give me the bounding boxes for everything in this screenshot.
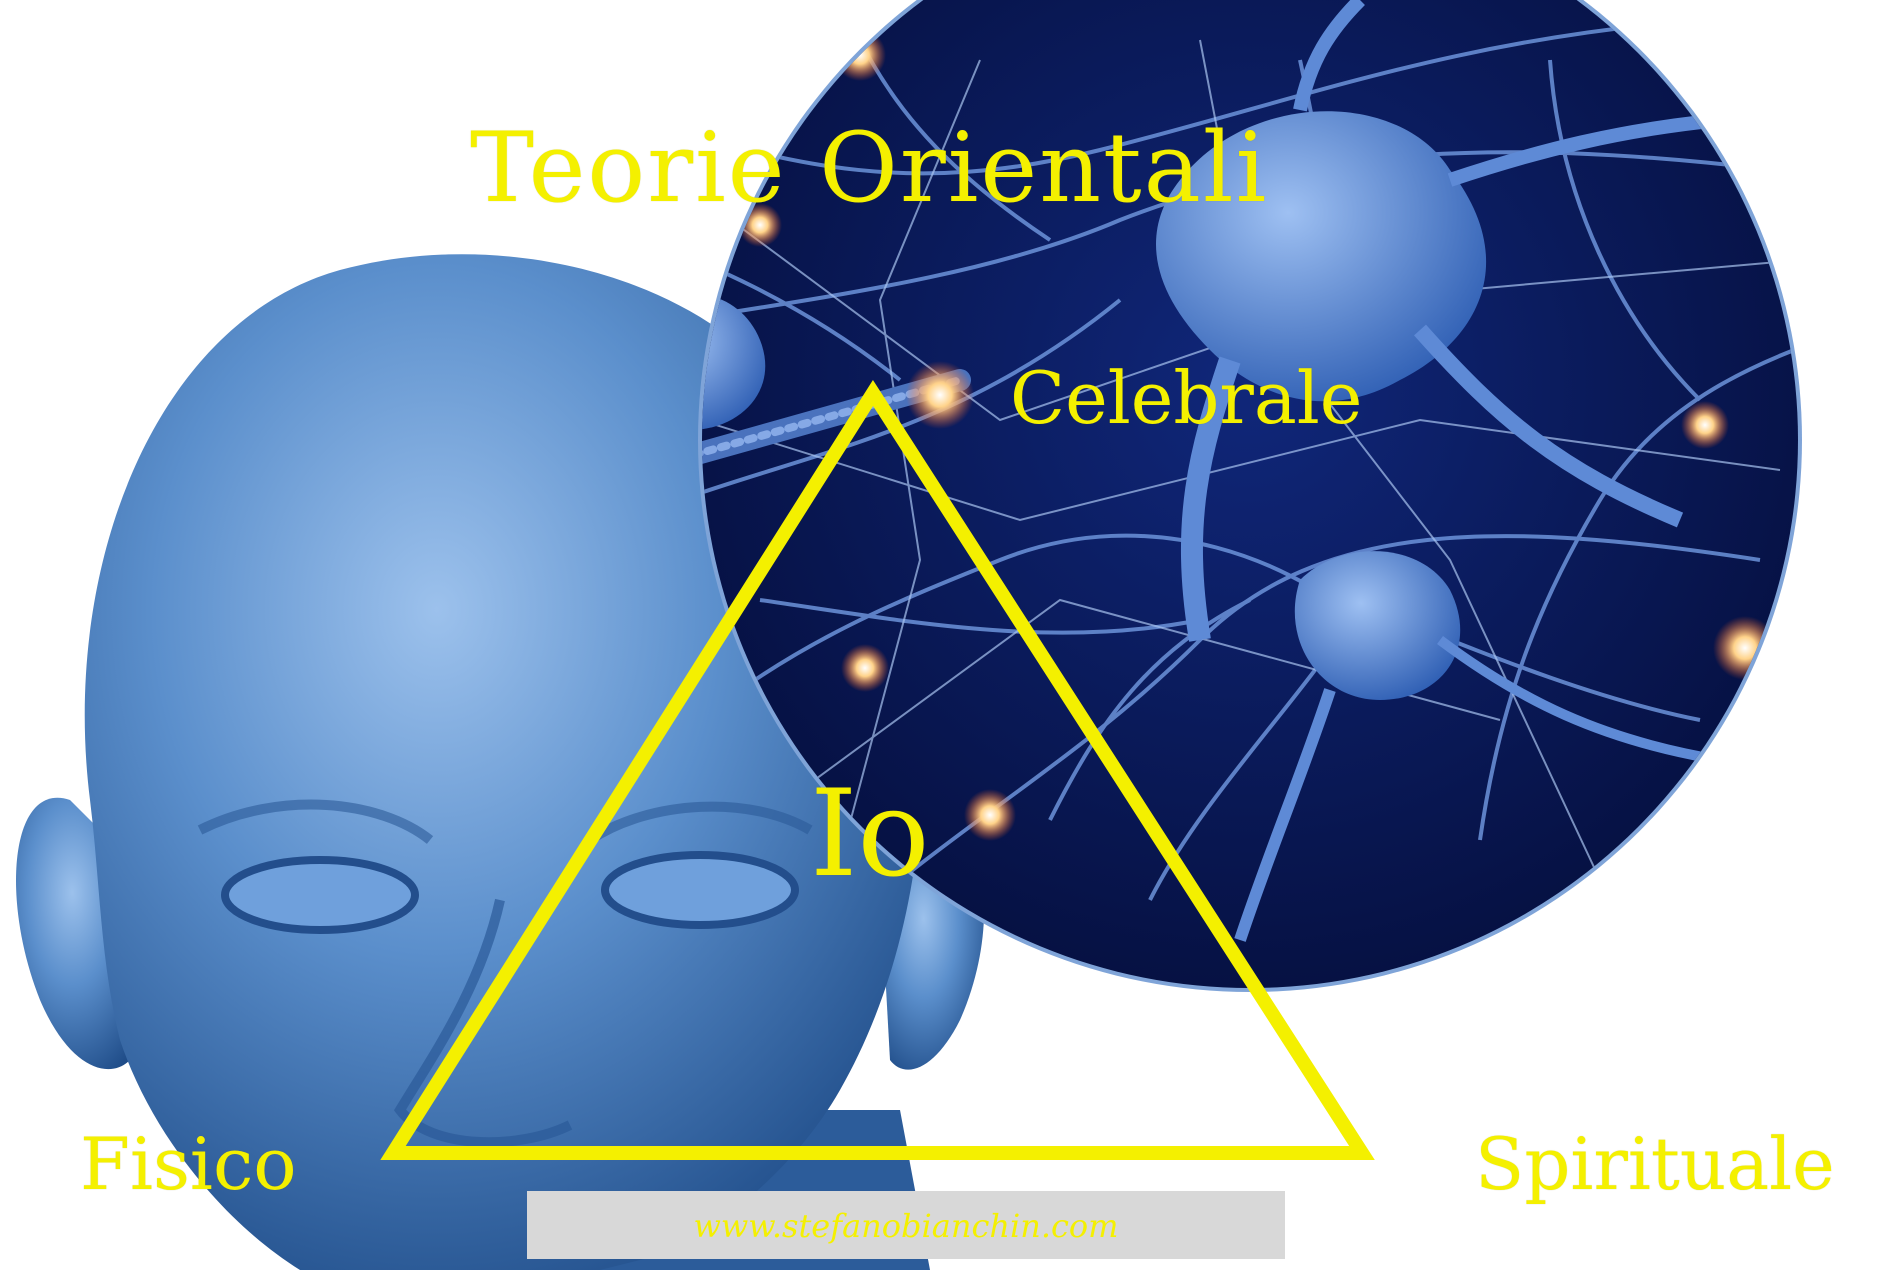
url-banner: www.stefanobianchin.com bbox=[527, 1191, 1285, 1259]
page-title: Teorie Orientali bbox=[470, 120, 1268, 216]
triangle-right-label: Spirituale bbox=[1475, 1128, 1835, 1200]
website-url[interactable]: www.stefanobianchin.com bbox=[527, 1207, 1285, 1245]
triangle-center-label: Io bbox=[810, 775, 930, 895]
triangle-top-label: Celebrale bbox=[1010, 362, 1362, 434]
triangle-left-label: Fisico bbox=[80, 1128, 297, 1200]
